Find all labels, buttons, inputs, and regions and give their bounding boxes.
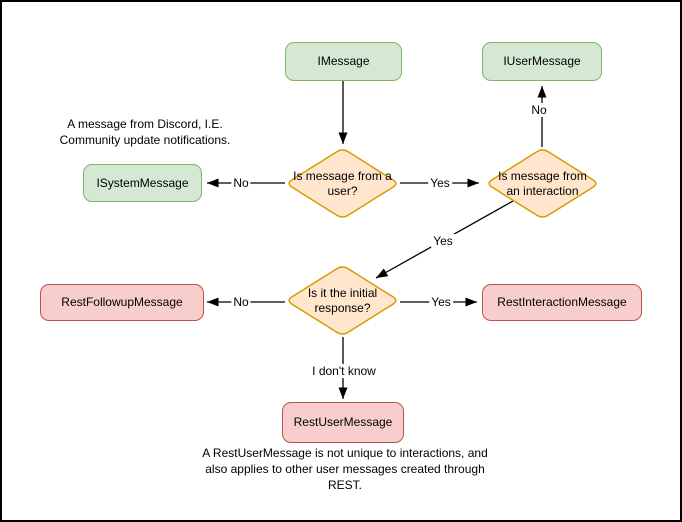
node-imessage: IMessage xyxy=(285,42,402,81)
decision-is-initial-response: Is it the initial response? xyxy=(285,264,400,337)
edge-label-interaction-no: No xyxy=(529,103,549,117)
diamond-shape xyxy=(288,149,397,218)
node-restfollowupmessage-label: RestFollowupMessage xyxy=(61,295,183,309)
edge-label-user-no: No xyxy=(231,176,251,190)
decision-is-initial-response-label: Is it the initial response? xyxy=(307,285,378,315)
node-restinteractionmessage: RestInteractionMessage xyxy=(482,284,642,321)
note-rest-user-message: A RestUserMessage is not unique to inter… xyxy=(202,446,488,493)
edge-label-initial-yes: Yes xyxy=(429,295,453,309)
node-restusermessage: RestUserMessage xyxy=(282,402,404,443)
edge-label-initial-unknown: I don't know xyxy=(310,364,378,378)
diamond-shape xyxy=(288,266,397,335)
node-imessage-label: IMessage xyxy=(317,54,370,68)
node-restinteractionmessage-label: RestInteractionMessage xyxy=(497,295,627,309)
edge-label-initial-no: No xyxy=(231,295,251,309)
decision-is-message-from-interaction: Is message from an interaction xyxy=(485,147,600,220)
node-isystemmessage-label: ISystemMessage xyxy=(96,175,189,190)
node-restusermessage-label: RestUserMessage xyxy=(293,415,393,429)
decision-is-message-from-user: Is message from a user? xyxy=(285,147,400,220)
node-iusermessage: IUserMessage xyxy=(482,42,602,81)
edge-label-user-yes: Yes xyxy=(428,176,452,190)
note-system-message: A message from Discord, I.E. Community u… xyxy=(59,117,231,148)
node-restfollowupmessage: RestFollowupMessage xyxy=(40,284,204,321)
decision-is-message-from-user-label: Is message from a user? xyxy=(293,168,392,198)
node-isystemmessage: ISystemMessage xyxy=(83,164,202,202)
decision-is-message-from-interaction-label: Is message from an interaction xyxy=(498,168,587,198)
node-iusermessage-label: IUserMessage xyxy=(503,54,581,68)
edge-label-interaction-yes: Yes xyxy=(431,234,455,248)
diamond-shape xyxy=(488,149,597,218)
